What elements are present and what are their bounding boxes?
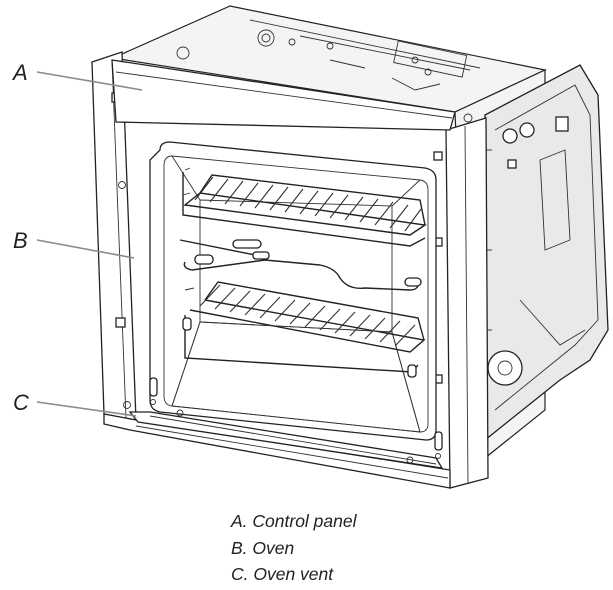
- callout-b: B: [13, 228, 135, 259]
- broil-element: [179, 239, 422, 291]
- legend: A. Control panel B. Oven C. Oven vent: [231, 508, 357, 588]
- oven-vent: [128, 409, 444, 469]
- upper-oven-rack: [182, 167, 427, 247]
- callout-b-leader: [36, 239, 135, 259]
- legend-item-control-panel: A. Control panel: [231, 511, 357, 531]
- callout-letter-c: C: [13, 390, 29, 415]
- callout-a: A: [11, 60, 143, 91]
- legend-item-oven-vent: C. Oven vent: [231, 564, 334, 584]
- callout-letter-b: B: [13, 228, 28, 253]
- callout-c: C: [13, 390, 137, 417]
- callout-letter-a: A: [11, 60, 28, 85]
- legend-item-oven: B. Oven: [231, 537, 295, 558]
- oven-front-frame: [91, 51, 489, 489]
- oven-diagram: A B C: [11, 5, 609, 489]
- control-panel: [111, 59, 473, 131]
- oven-cavity: [149, 141, 443, 459]
- callout-a-leader: [36, 71, 143, 91]
- callout-c-leader: [36, 401, 137, 417]
- lower-oven-rack: [182, 281, 426, 378]
- oven-housing: [110, 5, 609, 472]
